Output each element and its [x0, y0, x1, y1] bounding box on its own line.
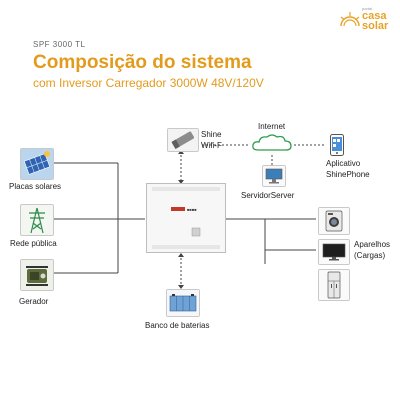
wifi-label-2: Wifi-F [201, 141, 222, 150]
logo-line2: solar [362, 20, 389, 32]
arrow-up-battery [178, 253, 184, 257]
generator-label: Gerador [19, 297, 49, 306]
model-label: SPF 3000 TL [33, 40, 86, 49]
solar-label: Placas solares [9, 182, 62, 191]
arrow-down-battery [178, 285, 184, 289]
logo-small-text: portal [362, 6, 373, 11]
washing-machine-icon [319, 208, 349, 234]
internet-label: Internet [258, 122, 286, 131]
load-fridge-box [318, 269, 350, 301]
app-phone [330, 134, 344, 156]
page-title: Composição do sistema [33, 52, 252, 73]
generator-box [20, 259, 54, 291]
television-icon [319, 240, 349, 264]
brand-logo: portal casa solar [338, 4, 394, 38]
page-subtitle: com Inversor Carregador 3000W 48V/120V [33, 76, 264, 90]
wifi-label-1: Shine [201, 130, 222, 139]
refrigerator-icon [319, 270, 349, 300]
arrow-up-wifi [178, 150, 184, 154]
battery-box [166, 289, 200, 317]
arrow-down-wifi [178, 180, 184, 184]
cloud-icon [252, 134, 292, 151]
wifi-box [167, 128, 199, 152]
smartphone-icon [330, 134, 344, 156]
grid-label: Rede pública [10, 239, 57, 248]
load-tv-box [318, 239, 350, 265]
inverter: ■■■■ [146, 183, 226, 253]
grid-box [20, 204, 54, 236]
solar-panel-box [20, 148, 54, 180]
wifi-stick-icon [168, 129, 198, 151]
sun-house-icon [340, 12, 360, 27]
logo-line1: casa [362, 10, 387, 22]
solar-panel-icon [21, 149, 53, 179]
power-tower-icon [21, 205, 53, 235]
computer-icon [263, 166, 285, 186]
loads-label-1: Aparelhos [354, 240, 391, 249]
svg-text:■■■■: ■■■■ [187, 207, 197, 212]
battery-bank-icon [167, 290, 199, 316]
load-washer-box [318, 207, 350, 235]
app-label-1: Aplicativo [326, 159, 361, 168]
loads-label-2: (Cargas) [354, 251, 386, 260]
generator-icon [21, 260, 53, 290]
server-label: ServidorServer [241, 191, 295, 200]
server-box [262, 165, 286, 187]
inverter-icon: ■■■■ [146, 183, 226, 253]
app-label-2: ShinePhone [326, 170, 370, 179]
battery-label: Banco de baterias [145, 321, 210, 330]
